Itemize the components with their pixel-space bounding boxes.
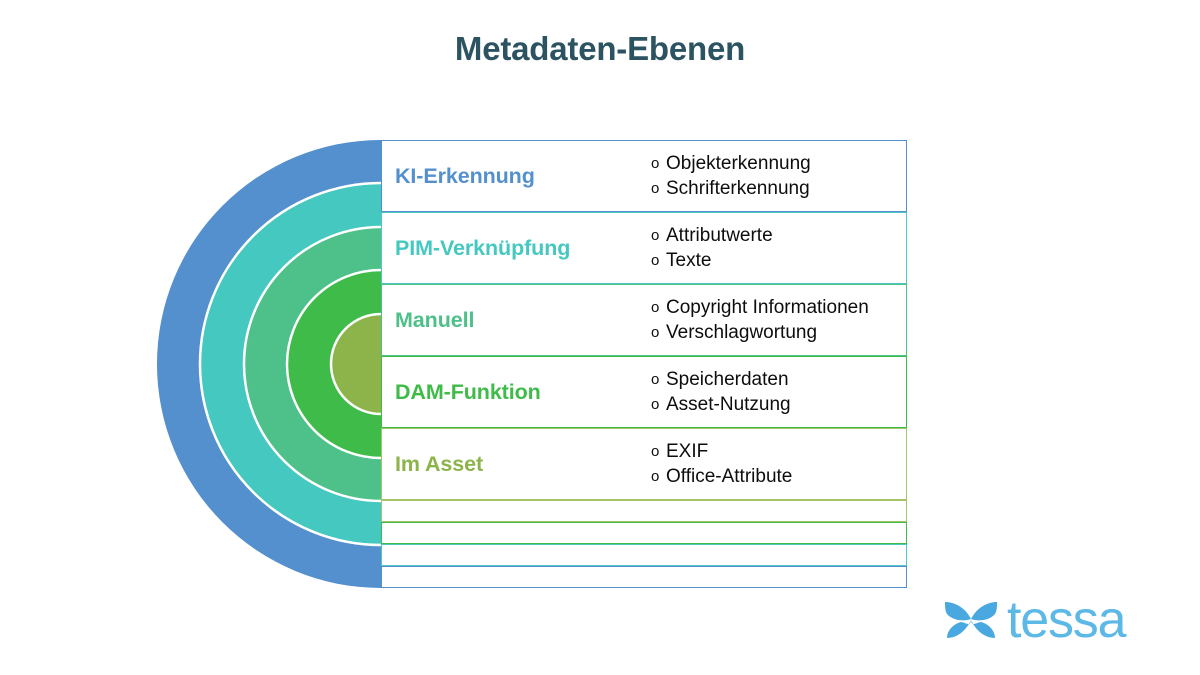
list-item: o Schrifterkennung: [651, 176, 906, 201]
tessa-wordmark: tessa: [1007, 591, 1126, 649]
list-item: o Asset-Nutzung: [651, 392, 906, 417]
row-label: DAM-Funktion: [395, 379, 541, 404]
table-row-empty: [381, 544, 907, 566]
tessa-logo: tessa: [944, 592, 1154, 648]
list-item-label: EXIF: [666, 440, 709, 462]
list-item: o Objekterkennung: [651, 151, 906, 176]
bullet-icon: o: [651, 252, 660, 269]
list-item: o Copyright Informationen: [651, 295, 906, 320]
list-item: o Speicherdaten: [651, 367, 906, 392]
bullet-icon: o: [651, 298, 660, 316]
list-item-label: Texte: [666, 250, 712, 271]
bullet-icon: o: [651, 180, 660, 197]
bullet-icon: o: [651, 324, 660, 341]
row-label: PIM-Verknüpfung: [395, 235, 571, 260]
table-row-empty: [381, 522, 907, 544]
table-backdrop: [381, 140, 907, 588]
row-label: Im Asset: [395, 451, 484, 476]
list-item: o EXIF: [651, 439, 906, 464]
list-item-label: Verschlagwortung: [666, 322, 818, 343]
list-item: o Office-Attribute: [651, 464, 906, 489]
concentric-rings-graphic: [157, 140, 381, 588]
list-item: o Verschlagwortung: [651, 320, 906, 345]
bullet-icon: o: [651, 226, 660, 244]
list-item-label: Copyright Informationen: [666, 296, 869, 318]
bullet-icon: o: [651, 396, 660, 413]
page-title: Metadaten-Ebenen: [454, 30, 746, 67]
list-item-label: Schrifterkennung: [666, 178, 810, 199]
list-item-label: Office-Attribute: [666, 466, 793, 487]
tessa-butterfly-icon: [945, 602, 997, 638]
table-row-empty: [381, 500, 907, 522]
bullet-icon: o: [651, 154, 660, 172]
row-label: KI-Erkennung: [395, 163, 535, 188]
list-item: o Texte: [651, 248, 906, 273]
row-label: Manuell: [395, 307, 475, 332]
list-item-label: Objekterkennung: [666, 152, 811, 174]
list-item-label: Attributwerte: [666, 224, 773, 246]
list-item-label: Asset-Nutzung: [666, 394, 791, 415]
bullet-icon: o: [651, 442, 660, 460]
ring-layer-5: [329, 312, 381, 416]
bullet-icon: o: [651, 468, 660, 485]
list-item: o Attributwerte: [651, 223, 906, 248]
bullet-icon: o: [651, 370, 660, 388]
list-item-label: Speicherdaten: [666, 368, 789, 390]
table-row-empty: [381, 566, 907, 588]
